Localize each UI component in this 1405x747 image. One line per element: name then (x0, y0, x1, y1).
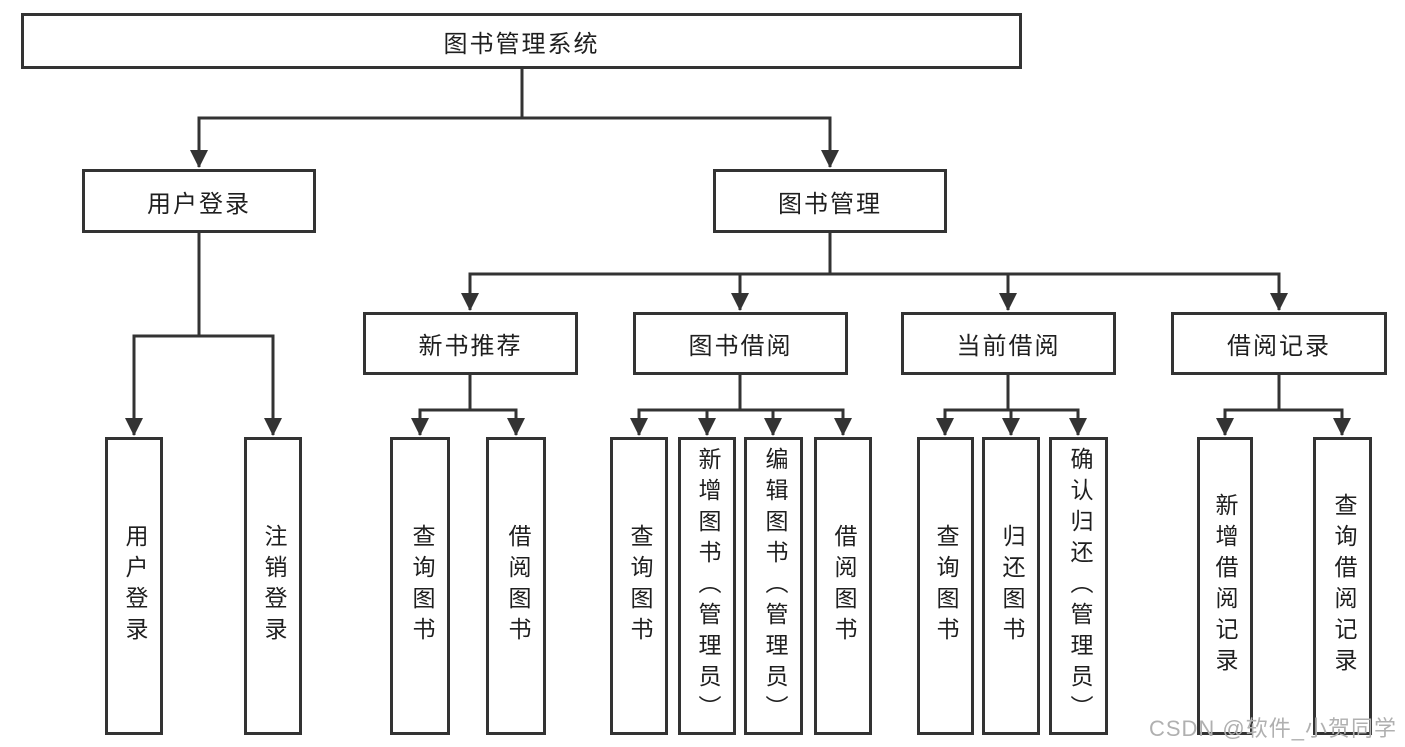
csdn-watermark: CSDN @软件_小贺同学 (1148, 716, 1397, 741)
leaf-cb-query-books: 查询图书 (917, 437, 974, 735)
node-new-book-recommend: 新书推荐 (363, 312, 578, 375)
leaf-user-login: 用户登录 (105, 437, 163, 735)
node-borrowing-records: 借阅记录 (1171, 312, 1387, 375)
leaf-bb-add-books-admin: 新增图书（管理员） (678, 437, 736, 735)
leaf-cb-return-books: 归还图书 (982, 437, 1040, 735)
leaf-logout: 注销登录 (244, 437, 302, 735)
leaf-bb-query-books: 查询图书 (610, 437, 668, 735)
leaf-bb-borrow-books: 借阅图书 (814, 437, 872, 735)
node-book-management: 图书管理 (713, 169, 947, 233)
leaf-cb-confirm-return-admin: 确认归还（管理员） (1049, 437, 1108, 735)
node-book-borrowing: 图书借阅 (633, 312, 848, 375)
node-user-login: 用户登录 (82, 169, 316, 233)
leaf-nb-query-books: 查询图书 (390, 437, 450, 735)
leaf-br-add-record: 新增借阅记录 (1197, 437, 1253, 735)
leaf-nb-borrow-books: 借阅图书 (486, 437, 546, 735)
node-library-system: 图书管理系统 (21, 13, 1022, 69)
leaf-bb-edit-books-admin: 编辑图书（管理员） (744, 437, 803, 735)
node-current-borrowing: 当前借阅 (901, 312, 1116, 375)
leaf-br-query-record: 查询借阅记录 (1313, 437, 1372, 735)
